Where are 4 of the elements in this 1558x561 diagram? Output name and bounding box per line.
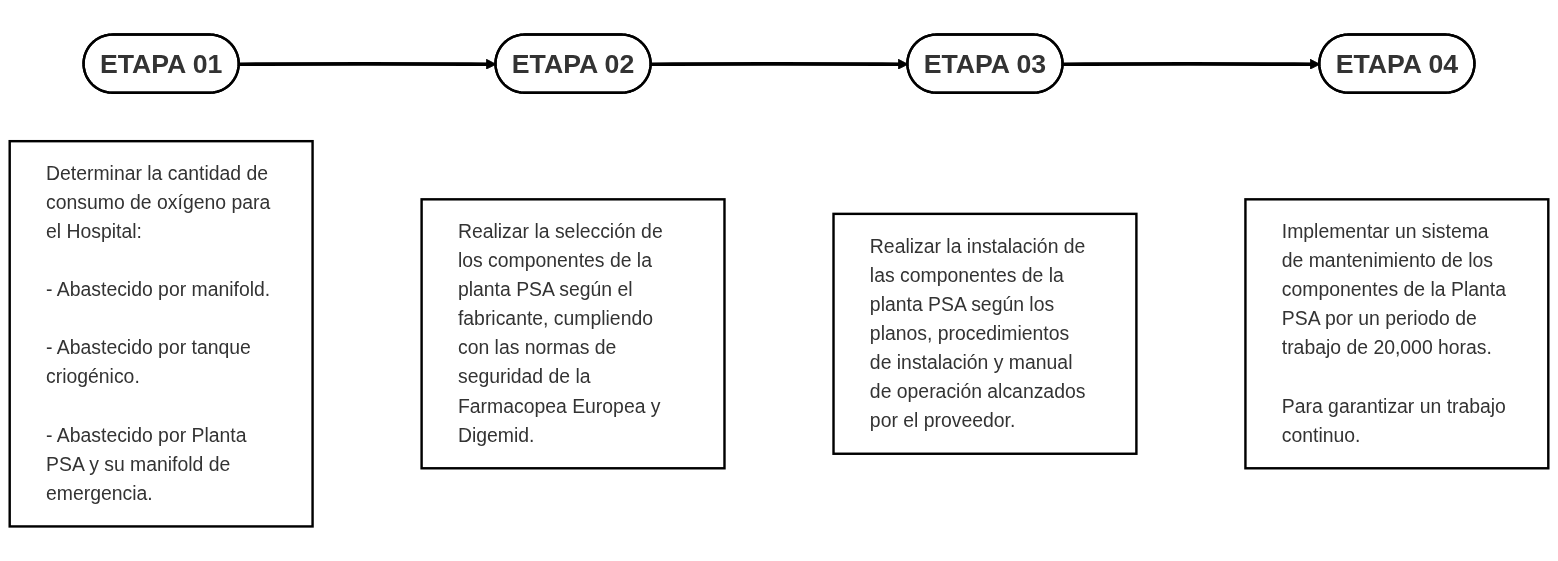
node-box: Determinar la cantidad de consumo de oxígeno para el Hospital: - Abastecido por manifold. - Abastecido por tanque criogénico. - Abastecido por Planta PSA y su manifold de emergencia. xyxy=(8,139,314,528)
node-box: Realizar la instalación de las componentes de la planta PSA según los planos, procedimientos de instalación y manual de operación alcanzados por el proveedor. xyxy=(832,212,1138,455)
node-box: Implementar un sistema de mantenimiento de los componentes de la Planta PSA por un periodo de trabajo de 20,000 horas. Para garantizar un trabajo continuo. xyxy=(1244,198,1550,470)
node-box: Realizar la selección de los componentes de la planta PSA según el fabricante, cumpliendo con las normas de seguridad de la Farmacopea Europea y Digemid. xyxy=(420,198,726,470)
